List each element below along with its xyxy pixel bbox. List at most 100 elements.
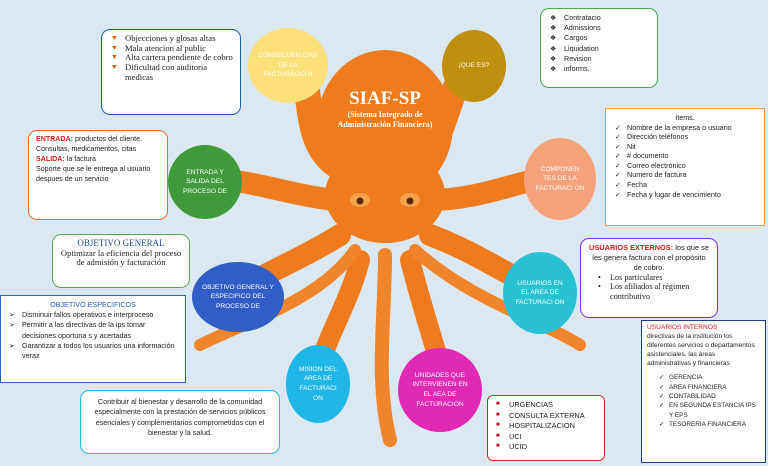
arrow-bullet-icon: ⯆ xyxy=(111,61,118,72)
list-item: ➢Permitir a las directivas de la ips tom… xyxy=(9,320,146,340)
list-item: ■HOSPITALIZACION xyxy=(496,421,575,431)
list-item: ❖Cargos xyxy=(550,33,588,43)
que-es-list: ❖Contratacio ❖Admissions ❖Cargos ❖Liquid… xyxy=(548,13,650,74)
entrada-line: ENTRADA: productos del cliente. xyxy=(36,135,143,143)
bubble-entrada-salida: ENTRADA Y SALIDA DEL PROCESO DE xyxy=(168,145,242,219)
consecuencias-box: ⯆Objecciones y glosas altas ⯆Mala atenci… xyxy=(101,29,241,115)
check-icon: ✓ xyxy=(615,132,622,142)
list-item: ■UCID xyxy=(496,442,528,452)
list-item: ✓Fecha y lugar de vencimiento xyxy=(615,189,721,199)
arrow-bullet-icon: ⯆ xyxy=(111,52,118,63)
entrada-detail: Consultas, medicamentos, citas xyxy=(36,144,137,153)
mision-text: Contribuir al bienestar y desarrollo de … xyxy=(94,397,266,438)
check-icon: ✓ xyxy=(615,189,622,199)
bubble-que-es: ¡QUE ES? xyxy=(442,30,506,102)
check-icon: ✓ xyxy=(615,141,622,151)
octopus-title: SIAF-SP xyxy=(349,88,421,109)
arrow-bullet-icon: ⯆ xyxy=(111,42,118,53)
objetivo-general-box: OBJETIVO GENERAL Optimizar la eficiencia… xyxy=(52,234,190,288)
bubble-usuarios: USUARIOS EN EL AREA DE FACTURACI ON xyxy=(503,252,577,334)
list-item: ✓Numero de factura xyxy=(615,170,687,180)
check-icon: ✓ xyxy=(659,393,665,401)
check-icon: ✓ xyxy=(659,402,665,410)
square-bullet-icon: ■ xyxy=(496,411,500,418)
bubble-unidades: UNIDADES QUE INTERVIENEN EN EL AEA DE FA… xyxy=(398,348,482,432)
list-item: ➢Disminuir fallos operativos e interproc… xyxy=(9,310,154,320)
list-item: ⯆Dificultad con auditoria medicas xyxy=(111,61,208,82)
objetivo-especificos-box: OBJETIVO ESPECIFICOS ➢Disminuir fallos o… xyxy=(0,295,186,383)
list-item: ❖Revision xyxy=(550,53,592,63)
que-es-box: ❖Contratacio ❖Admissions ❖Cargos ❖Liquid… xyxy=(540,8,658,88)
bubble-componentes: COMPONEN TES DE LA FACTURACI ON xyxy=(524,138,596,220)
usuarios-internos-box: USUARIOS INTERNOS directivas de la insti… xyxy=(641,320,766,463)
usuarios-internos-heading: USUARIOS INTERNOS xyxy=(647,324,718,331)
items-box: ítems. ✓Nombre de la empresa o usuario ✓… xyxy=(605,108,765,226)
bubble-consecuencias: CONSECUEN CIAS DE LA FACTURACIÓ N xyxy=(248,28,328,103)
diamond-bullet-icon: ❖ xyxy=(550,13,557,22)
square-bullet-icon: ■ xyxy=(496,422,500,429)
check-icon: ✓ xyxy=(659,420,665,428)
octopus-subtitle: (Sistema Integrado de Administración Fin… xyxy=(337,110,433,129)
list-item: ■CONSULTA EXTERNA xyxy=(496,410,585,420)
unidades-box: ■URGENCIAS ■CONSULTA EXTERNA ■HOSPITALIZ… xyxy=(487,395,605,461)
list-item: ✓EN SEGUNDA ESTANCIA IPS Y EPS xyxy=(659,402,756,419)
list-item: ✓Fecha xyxy=(615,180,647,190)
bubble-objetivo: OBJETIVO GENERAL Y ESPECIFICO DEL PROCES… xyxy=(192,262,284,332)
list-item: ⯆Alta cartera pendiente de cobro xyxy=(111,52,233,63)
list-item: ⯆Objecciones y glosas altas xyxy=(111,33,216,43)
arrow-bullet-icon: ➢ xyxy=(9,310,16,320)
square-bullet-icon: ■ xyxy=(496,443,500,450)
diamond-bullet-icon: ❖ xyxy=(550,64,557,74)
usuarios-internos-list: ✓GERENCIA ✓AREA FINANCIERA ✓CONTABILIDAD… xyxy=(647,373,760,429)
list-item: ✓Correo electrónico xyxy=(615,160,686,170)
square-bullet-icon: ■ xyxy=(496,401,500,407)
square-bullet-icon: ■ xyxy=(496,432,500,439)
objetivo-general-heading: OBJETIVO GENERAL xyxy=(77,238,165,248)
arrow-bullet-icon: ➢ xyxy=(9,340,16,350)
consecuencias-list: ⯆Objecciones y glosas altas ⯆Mala atenci… xyxy=(109,33,233,82)
usuarios-externos-box: USUARIOS EXTERNOS: los que se les genera… xyxy=(580,238,718,318)
usuarios-externos-list: •Los particulares •Los afiliados al régi… xyxy=(588,273,710,301)
list-item: ✓Dirección teléfonos xyxy=(615,132,689,142)
list-item: •Los afiliados al régimen contributivo xyxy=(598,282,690,301)
list-item: ■URGENCIAS xyxy=(496,400,553,409)
objetivo-general-text: Optimizar la eficiencia del proceso de a… xyxy=(60,247,182,268)
mision-box: Contribuir al bienestar y desarrollo de … xyxy=(80,390,280,454)
list-item: ⯆Mala atencion al public xyxy=(111,42,206,53)
objetivo-especificos-list: ➢Disminuir fallos operativos e interproc… xyxy=(8,310,178,361)
list-item: ✓CONTABILIDAD xyxy=(659,393,716,401)
check-icon: ✓ xyxy=(615,122,622,132)
usuarios-internos-text: directivas de la institución los diferen… xyxy=(647,332,755,367)
check-icon: ✓ xyxy=(615,180,622,190)
list-item: ✓# documento xyxy=(615,151,669,161)
check-icon: ✓ xyxy=(659,383,665,391)
dot-bullet-icon: • xyxy=(598,282,601,292)
list-item: ■UCI xyxy=(496,431,522,441)
arrow-bullet-icon: ➢ xyxy=(9,320,16,330)
list-item: ✓TESORERIA FINANCIERA xyxy=(659,420,747,428)
arrow-bullet-icon: ⯆ xyxy=(111,33,118,43)
list-item: ✓AREA FINANCIERA xyxy=(659,383,727,391)
list-item: ✓Nit xyxy=(615,141,636,151)
salida-detail: Soporte que se le entrega al usuario des… xyxy=(36,164,151,183)
usuarios-externos-intro: USUARIOS EXTERNOS: los que se les genera… xyxy=(589,243,709,272)
objetivo-especificos-heading: OBJETIVO ESPECIFICOS xyxy=(50,300,136,309)
list-item: ✓GERENCIA xyxy=(659,374,703,382)
salida-line: SALIDA: la factura xyxy=(36,154,96,163)
list-item: •Los particulares xyxy=(598,272,663,282)
dot-bullet-icon: • xyxy=(598,272,601,282)
check-icon: ✓ xyxy=(659,374,665,382)
diamond-bullet-icon: ❖ xyxy=(550,43,557,53)
list-item: ❖Liquidation xyxy=(550,43,599,53)
items-heading: ítems. xyxy=(675,113,695,122)
diamond-bullet-icon: ❖ xyxy=(550,33,557,43)
diamond-bullet-icon: ❖ xyxy=(550,53,557,63)
entrada-salida-box: ENTRADA: productos del cliente. Consulta… xyxy=(28,130,168,220)
items-list: ✓Nombre de la empresa o usuario ✓Direcci… xyxy=(613,123,757,200)
check-icon: ✓ xyxy=(615,151,622,161)
diamond-bullet-icon: ❖ xyxy=(550,23,557,33)
list-item: ➢Garantizar a todos los usuarios una inf… xyxy=(9,340,175,361)
list-item: ❖Contratacio xyxy=(550,13,601,22)
list-item: ✓Nombre de la empresa o usuario xyxy=(615,122,732,132)
